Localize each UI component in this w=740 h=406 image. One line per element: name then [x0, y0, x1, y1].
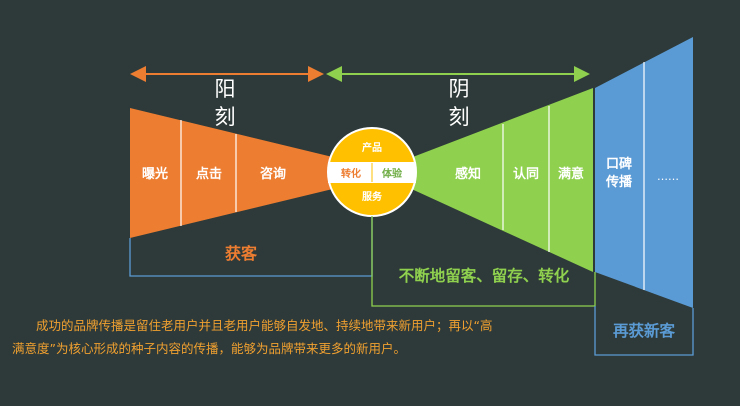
- segment-exposure: 曝光: [142, 166, 168, 182]
- acquire-label: 获客: [225, 244, 258, 263]
- segment-perception: 感知: [455, 166, 481, 182]
- yang-label-2: 刻: [215, 105, 236, 129]
- segment-word-of-mouth-1: 口碑: [606, 156, 632, 172]
- caption-line-2: 满意度”为核心形成的种子内容的传播，能够为品牌带来更多的新用户。: [12, 341, 406, 356]
- new-customer-label: 再获新客: [613, 321, 676, 340]
- yang-label-1: 阳: [215, 77, 236, 101]
- segment-click: 点击: [196, 166, 222, 182]
- yin-label-2: 刻: [449, 105, 470, 129]
- segment-satisfaction: 满意: [558, 166, 584, 182]
- center-service: 服务: [362, 190, 383, 203]
- center-conversion: 转化: [341, 167, 361, 180]
- retain-label: 不断地留客、留存、转化: [399, 266, 570, 285]
- center-product: 产品: [362, 141, 382, 154]
- left-funnel: [130, 108, 345, 238]
- caption: 成功的品牌传播是留住老用户并且老用户能够自发地、持续地带来新用户；再以“高 满意…: [12, 314, 587, 360]
- right-funnel: [405, 88, 593, 272]
- center-experience: 体验: [382, 167, 403, 180]
- segment-approval: 认同: [513, 166, 539, 182]
- segment-ellipsis: ……: [657, 170, 679, 183]
- segment-inquiry: 咨询: [260, 166, 286, 182]
- caption-line-1: 成功的品牌传播是留住老用户并且老用户能够自发地、持续地带来新用户；再以“高: [36, 318, 493, 333]
- segment-word-of-mouth-2: 传播: [605, 174, 633, 190]
- new-customer-bracket: [594, 306, 694, 356]
- retain-bracket: [371, 216, 596, 307]
- yin-label-1: 阴: [449, 77, 470, 101]
